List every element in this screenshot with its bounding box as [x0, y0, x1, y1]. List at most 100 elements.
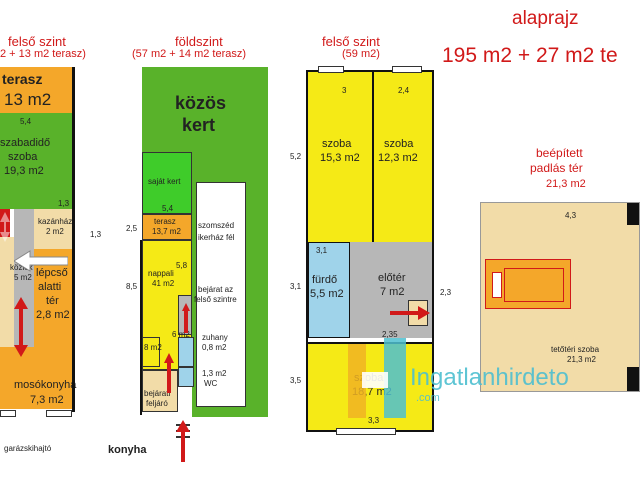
upper-left-plan: terasz 13 m2 5,4 szabadidő szoba 19,3 m2… — [0, 67, 76, 412]
room1-label: szoba — [322, 138, 352, 150]
boiler-label: kazánház — [38, 217, 73, 226]
upper-right-subtitle: (59 m2) — [342, 48, 380, 60]
dim-2-5: 2,5 — [126, 224, 138, 233]
entrance-1: bejárati — [144, 389, 171, 398]
upper-right-plan: 3 2,4 szoba 15,3 m2 szoba 12,3 m2 3,1 fü… — [306, 70, 434, 432]
shower-label: zuhany — [202, 333, 228, 342]
dim-3-5: 3,5 — [290, 376, 302, 385]
bedroom-1 — [308, 72, 374, 242]
dim-8-5: 8,5 — [126, 282, 138, 291]
under-stairs-1: lépcső — [36, 267, 68, 279]
watermark-text: Ingatlanhirdeto — [410, 364, 569, 391]
pillow — [492, 272, 502, 298]
garage-driveway: garázskihajtó — [4, 444, 52, 453]
under-stairs-3: tér — [46, 295, 59, 307]
wc-room — [178, 367, 194, 387]
dim-2-3: 2,3 — [440, 288, 452, 297]
upper-entrance-1: bejárat az — [198, 285, 234, 294]
dim-2-35: 2,35 — [382, 330, 398, 339]
dim-3: 3 — [342, 86, 347, 95]
entrance-2: feljáró — [146, 399, 168, 408]
boiler-area: 2 m2 — [46, 227, 64, 236]
kitchen-room — [142, 337, 160, 367]
attic-title-1: beépített — [536, 146, 583, 160]
leisure-area: 19,3 m2 — [4, 165, 44, 177]
wc-area: 1,3 m2 — [202, 369, 227, 378]
bedroom-2 — [374, 72, 432, 242]
room2-label: szoba — [384, 138, 414, 150]
laundry-label: mosókonyha — [14, 379, 77, 391]
laundry-area: 7,3 m2 — [30, 394, 64, 406]
neighbor-2: ikerház fél — [198, 233, 235, 242]
terrace-ground — [142, 214, 192, 240]
ground-plan: közös kert saját kert szomszéd ikerház f… — [142, 67, 268, 417]
leisure-room-label: szoba — [8, 151, 38, 163]
attic-wall-block — [627, 203, 639, 225]
upper-right-title: felső szint — [322, 34, 380, 49]
upper-left-subtitle: 2 + 13 m2 terasz) — [0, 48, 86, 60]
arrow-up-icon — [164, 353, 174, 393]
dim-6-m2: 6 m2 — [172, 330, 190, 339]
bathroom — [308, 242, 350, 338]
terrace-ground-area: 13,7 m2 — [152, 227, 181, 236]
wc-label: WC — [204, 379, 218, 388]
own-garden-label: saját kert — [148, 177, 181, 186]
dim-1-3a: 1,3 — [58, 199, 70, 208]
upper-left-title: felső szint — [8, 34, 66, 49]
dim-4-3: 4,3 — [565, 211, 577, 220]
ground-title: földszint — [175, 34, 223, 49]
hall-area: 7 m2 — [380, 286, 405, 298]
mattress — [504, 268, 564, 302]
arrow-updown-icon — [14, 297, 28, 357]
attic-area: 21,3 m2 — [546, 178, 586, 190]
dim-3-1b: 3,1 — [290, 282, 302, 291]
arrow-left-icon — [14, 250, 68, 272]
window — [336, 428, 396, 435]
terrace-ground-label: terasz — [154, 217, 176, 226]
hall-label: előtér — [378, 272, 406, 284]
upper-left-wall — [72, 67, 75, 412]
room2-area: 12,3 m2 — [378, 152, 418, 164]
own-garden — [142, 152, 192, 214]
kitchen-label: konyha — [108, 444, 147, 456]
dim-5-4-ground: 5,4 — [162, 204, 174, 213]
ground-subtitle: (57 m2 + 14 m2 terasz) — [132, 48, 247, 60]
dim-1-3b: 1,3 — [90, 230, 102, 239]
ground-wall-left — [140, 240, 142, 415]
arrow-up-icon — [182, 303, 190, 333]
dim-3-3: 3,3 — [368, 416, 380, 425]
dim-5-8: 5,8 — [176, 261, 188, 270]
dim-2-4: 2,4 — [398, 86, 410, 95]
neighbor-house — [196, 182, 246, 407]
window — [0, 410, 16, 417]
bath-label: fürdő — [312, 274, 338, 286]
shower-room — [178, 337, 194, 367]
bath-area: 5,5 m2 — [310, 288, 344, 300]
terrace-area: 13 m2 — [4, 90, 52, 109]
watermark-logo-icon — [348, 338, 406, 418]
garden-label-1: közös — [175, 93, 227, 113]
shower-area: 0,8 m2 — [202, 343, 227, 352]
terrace-label: terasz — [2, 71, 43, 87]
leisure-label: szabadidő — [0, 137, 51, 149]
living-label: nappali — [148, 269, 174, 278]
dim-5-4: 5,4 — [20, 117, 32, 126]
upper-entrance-2: felső szintre — [194, 295, 237, 304]
under-stairs-2: alatti — [38, 281, 62, 293]
arrow-right-icon — [390, 306, 430, 320]
attic-room-label: tetőtéri szoba — [551, 345, 600, 354]
window — [318, 66, 344, 73]
plan-title: alaprajz — [512, 8, 579, 29]
window — [46, 410, 72, 417]
entrance-hall — [142, 370, 178, 412]
neighbor-1: szomszéd — [198, 221, 235, 230]
leisure-room — [0, 113, 72, 209]
window — [392, 66, 422, 73]
bed-icon — [485, 259, 571, 309]
laundry-room — [0, 347, 72, 409]
dim-3-1a: 3,1 — [316, 246, 328, 255]
boiler-room — [34, 209, 72, 249]
attic-plan: 4,3 tetőtéri szoba 21,3 m2 — [480, 202, 640, 392]
attic-room-area: 21,3 m2 — [567, 355, 596, 364]
dim-5-2: 5,2 — [290, 152, 302, 161]
